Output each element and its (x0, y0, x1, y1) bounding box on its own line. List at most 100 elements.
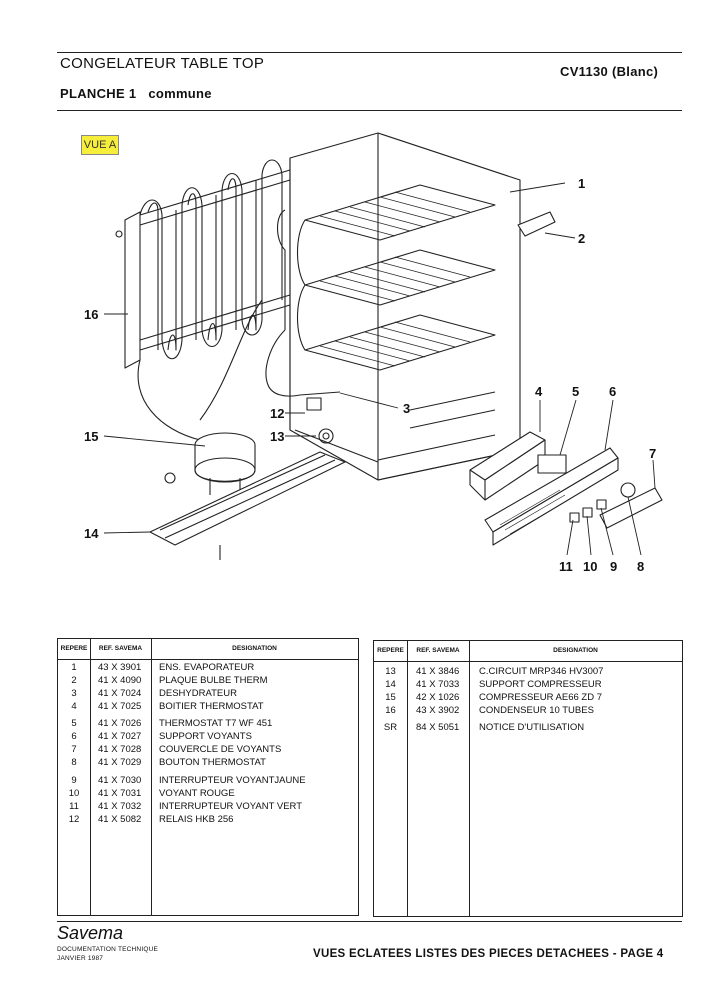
col-designation: DESIGNATION (232, 645, 277, 652)
cell-designation: CONDENSEUR 10 TUBES (479, 705, 594, 716)
model-label: CV1130 (Blanc) (560, 64, 659, 79)
plate-label: PLANCHE 1 commune (60, 86, 212, 101)
col-ref: REF. SAVEMA (98, 645, 143, 652)
plate-sub: commune (148, 86, 212, 101)
cell-ref: 41 X 3846 (416, 666, 460, 677)
table-header (58, 639, 358, 660)
callout-9: 9 (610, 559, 617, 574)
cell-repere: SR (383, 722, 398, 733)
callout-3: 3 (403, 401, 410, 416)
table-row: 16 43 X 3902 CONDENSEUR 10 TUBES (374, 704, 682, 717)
cabinet-body (289, 132, 521, 481)
cell-repere: 5 (71, 718, 77, 729)
cell-ref: 41 X 7026 (98, 718, 142, 729)
cell-designation: NOTICE D'UTILISATION (479, 722, 585, 733)
header-bottom-rule (57, 110, 682, 112)
compressor-support (149, 451, 346, 560)
cell-ref: 41 X 7028 (98, 744, 142, 755)
callout-5: 5 (572, 384, 579, 399)
cell-designation: DESHYDRATEUR (159, 688, 237, 699)
cell-designation: INTERRUPTEUR VOYANTJAUNE (159, 775, 306, 786)
cell-designation: BOITIER THERMOSTAT (159, 701, 264, 712)
cell-designation: SUPPORT COMPRESSEUR (479, 679, 602, 690)
cell-ref: 41 X 7029 (98, 757, 142, 768)
relay-part (306, 397, 322, 411)
callout-12: 12 (270, 406, 284, 421)
cell-designation: COMPRESSEUR AE66 ZD 7 (479, 692, 603, 703)
callout-14: 14 (84, 526, 99, 541)
exploded-view-drawing: 1 2 3 4 5 6 7 8 9 10 11 12 13 14 15 16 (84, 132, 663, 574)
lamp-support-panel (484, 447, 619, 546)
table-row: 6 41 X 7027 SUPPORT VOYANTS (58, 730, 358, 743)
product-title: CONGELATEUR TABLE TOP (60, 55, 265, 72)
cell-repere: 13 (385, 666, 396, 677)
cell-ref: 41 X 7031 (98, 788, 142, 799)
cell-repere: 12 (68, 814, 80, 825)
doc-date: JANVIER 1987 (57, 955, 104, 962)
cell-designation: THERMOSTAT T7 WF 451 (159, 718, 273, 729)
callout-1: 1 (578, 176, 585, 191)
cell-designation: BOUTON THERMOSTAT (159, 757, 266, 768)
cell-repere: 8 (71, 757, 77, 768)
callout-7: 7 (649, 446, 656, 461)
cell-ref: 43 X 3901 (98, 662, 142, 673)
callout-13: 13 (270, 429, 284, 444)
brand-logo-text: Savema (57, 923, 124, 943)
table-header (374, 641, 682, 662)
table-row: 13 41 X 3846 C.CIRCUIT MRP346 HV3007 (374, 665, 682, 678)
cell-repere: 1 (71, 662, 77, 673)
cell-designation: INTERRUPTEUR VOYANT VERT (159, 801, 303, 812)
callout-8: 8 (637, 559, 644, 574)
callout-16: 16 (84, 307, 98, 322)
cell-repere: 2 (71, 675, 77, 686)
thermostat-knob (620, 482, 636, 498)
cell-repere: 9 (71, 775, 77, 786)
table-row: 4 41 X 7025 BOITIER THERMOSTAT (58, 700, 358, 713)
table-row: 8 41 X 7029 BOUTON THERMOSTAT (58, 756, 358, 769)
col-repere: REPERE (377, 647, 404, 654)
cell-ref: 41 X 7027 (98, 731, 142, 742)
table-row: 15 42 X 1026 COMPRESSEUR AE66 ZD 7 (374, 691, 682, 704)
callout-6: 6 (609, 384, 616, 399)
doc-label: DOCUMENTATION TECHNIQUE (57, 946, 159, 953)
cell-ref: 41 X 7025 (98, 701, 142, 712)
cell-repere: 4 (71, 701, 77, 712)
col-repere: REPERE (60, 645, 88, 652)
header-top-rule (57, 52, 682, 54)
col-ref: REF. SAVEMA (416, 647, 460, 654)
cell-repere: 6 (71, 731, 77, 742)
plate-number: PLANCHE 1 (60, 86, 137, 101)
page-title: VUES ECLATEES LISTES DES PIECES DETACHEE… (313, 948, 664, 960)
cell-repere: 10 (68, 788, 80, 799)
cell-ref: 41 X 5082 (98, 814, 142, 825)
cell-repere: 16 (385, 705, 396, 716)
cell-designation: C.CIRCUIT MRP346 HV3007 (479, 666, 604, 677)
footer-rule (57, 921, 682, 922)
cell-repere: 15 (385, 692, 396, 703)
callout-2: 2 (578, 231, 585, 246)
compressor (194, 432, 256, 495)
cell-ref: 43 X 3902 (416, 705, 460, 716)
callout-11: 11 (559, 559, 573, 574)
circuit-part (318, 428, 334, 444)
cell-designation: VOYANT ROUGE (159, 788, 235, 799)
cell-repere: 7 (71, 744, 77, 755)
table-row: 5 41 X 7026 THERMOSTAT T7 WF 451 (58, 717, 358, 730)
cell-ref: 42 X 1026 (416, 692, 460, 703)
cell-designation: SUPPORT VOYANTS (159, 731, 252, 742)
callout-4: 4 (535, 384, 543, 399)
thermostat-box (469, 431, 546, 501)
callout-15: 15 (84, 429, 98, 444)
table-row: 10 41 X 7031 VOYANT ROUGE (58, 787, 358, 800)
view-badge: VUE A (81, 135, 119, 155)
